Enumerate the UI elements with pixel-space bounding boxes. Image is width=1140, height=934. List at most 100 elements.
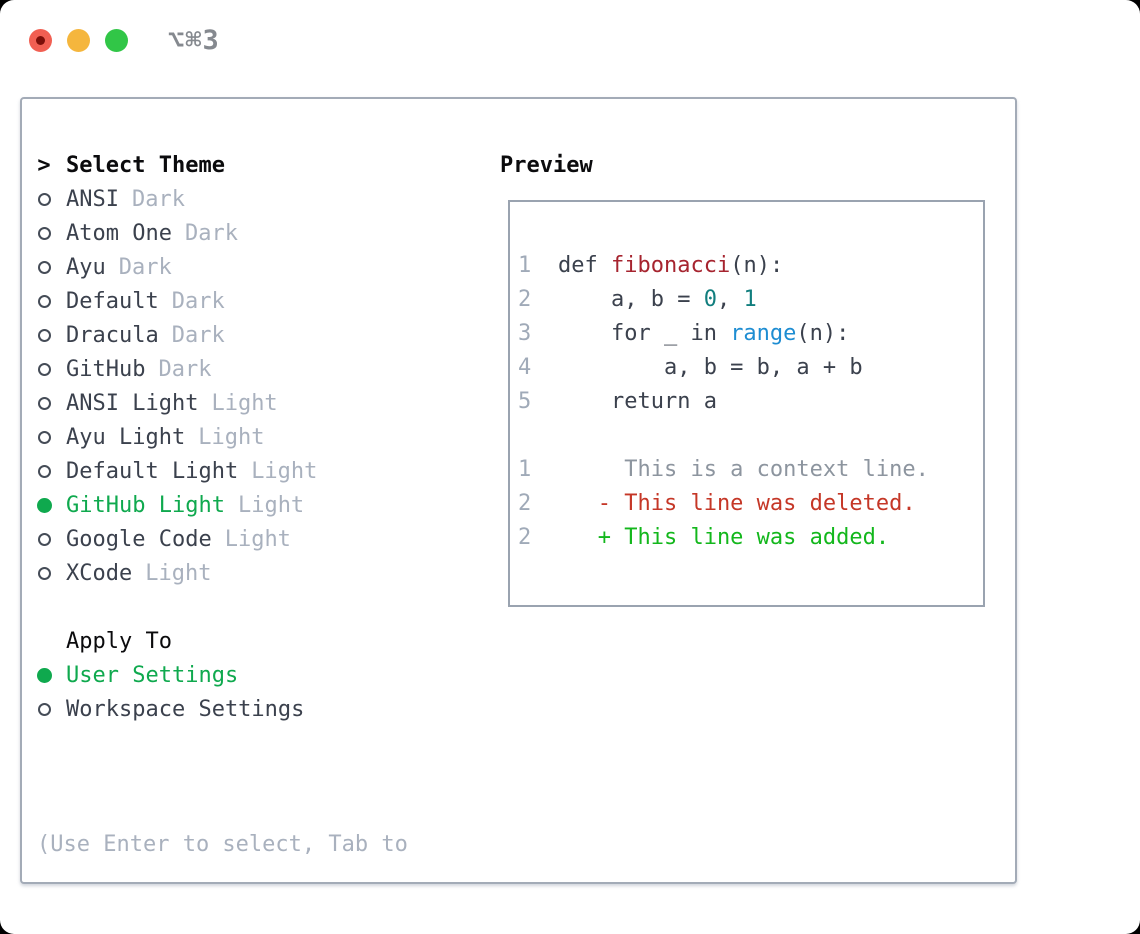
radio-unselected-icon bbox=[37, 294, 51, 308]
line-number: 2 bbox=[518, 524, 532, 550]
radio-slot bbox=[35, 352, 53, 386]
radio-slot bbox=[35, 692, 53, 726]
token-plain: , bbox=[716, 286, 744, 312]
radio-slot bbox=[35, 386, 53, 420]
theme-label: Ayu Light bbox=[66, 424, 186, 450]
theme-option[interactable]: XCode Light bbox=[22, 556, 492, 590]
radio-slot bbox=[35, 318, 53, 352]
token-number: 0 bbox=[703, 286, 717, 312]
theme-variant-label: Dark bbox=[184, 220, 238, 246]
line-number: 2 bbox=[518, 490, 532, 516]
hint-line: (Use Enter to select, Tab to bbox=[37, 832, 408, 857]
diff-line-deleted: 2 - This line was deleted. bbox=[518, 486, 983, 520]
radio-selected-icon bbox=[36, 667, 52, 683]
radio-unselected-icon bbox=[37, 260, 51, 274]
radio-unselected-icon bbox=[37, 702, 51, 716]
radio-slot bbox=[35, 522, 53, 556]
preview-title: Preview bbox=[500, 152, 593, 178]
keyboard-hint: (Use Enter to select, Tab to change focu… bbox=[22, 760, 492, 934]
cursor-icon: > bbox=[37, 152, 51, 178]
close-circle-icon[interactable] bbox=[29, 29, 52, 52]
minimize-circle-icon[interactable] bbox=[67, 29, 90, 52]
token-plain: (n): bbox=[796, 320, 850, 346]
zoom-circle-icon[interactable] bbox=[105, 29, 128, 52]
blank-line bbox=[518, 418, 983, 452]
spacer bbox=[22, 726, 492, 760]
code-text: a, b = 0, 1 bbox=[558, 287, 757, 312]
line-number: 1 bbox=[518, 252, 532, 278]
theme-label: Default bbox=[66, 288, 159, 314]
token-plain: a, b = bbox=[558, 286, 704, 312]
theme-variant-label: Light bbox=[145, 560, 212, 586]
theme-variant-label: Dark bbox=[118, 254, 172, 280]
radio-unselected-icon bbox=[37, 362, 51, 376]
theme-label: Atom One bbox=[66, 220, 172, 246]
theme-label: XCode bbox=[66, 560, 133, 586]
radio-unselected-icon bbox=[37, 566, 51, 580]
apply-to-option[interactable]: Workspace Settings bbox=[22, 692, 492, 726]
radio-slot bbox=[35, 182, 53, 216]
theme-variant-label: Dark bbox=[171, 322, 225, 348]
apply-to-header-row: Apply To bbox=[22, 624, 492, 658]
select-theme-header-row: > Select Theme bbox=[22, 148, 492, 182]
empty-bullet-slot bbox=[35, 624, 53, 658]
apply-to-title: Apply To bbox=[66, 628, 172, 654]
theme-option[interactable]: Default Light Light bbox=[22, 454, 492, 488]
token-number: 1 bbox=[743, 286, 757, 312]
spacer bbox=[22, 590, 492, 624]
token-plain: for _ in bbox=[558, 320, 731, 346]
apply-to-option[interactable]: User Settings bbox=[22, 658, 492, 692]
diff-preview: 1 This is a context line. 2 - This line w… bbox=[518, 452, 983, 554]
line-number: 3 bbox=[518, 320, 532, 346]
line-number: 4 bbox=[518, 354, 532, 380]
theme-label: GitHub bbox=[66, 356, 146, 382]
radio-unselected-icon bbox=[37, 226, 51, 240]
edited-dot-icon bbox=[36, 36, 45, 45]
theme-option[interactable]: Ayu Dark bbox=[22, 250, 492, 284]
code-line: 5 return a bbox=[518, 384, 983, 418]
radio-unselected-icon bbox=[37, 396, 51, 410]
theme-variant-label: Light bbox=[237, 492, 305, 518]
radio-slot bbox=[35, 250, 53, 284]
code-text: for _ in range(n): bbox=[558, 321, 849, 346]
radio-slot bbox=[35, 658, 53, 692]
radio-slot bbox=[35, 420, 53, 454]
token-function: fibonacci bbox=[610, 252, 731, 278]
radio-slot bbox=[35, 216, 53, 250]
token-plain: a, b = b, a + b bbox=[558, 354, 863, 380]
line-number: 2 bbox=[518, 286, 532, 312]
line-number: 5 bbox=[518, 388, 532, 414]
theme-option[interactable]: Atom One Dark bbox=[22, 216, 492, 250]
diff-line-added: 2 + This line was added. bbox=[518, 520, 983, 554]
select-theme-title: Select Theme bbox=[66, 152, 225, 178]
theme-option[interactable]: Ayu Light Light bbox=[22, 420, 492, 454]
theme-variant-label: Light bbox=[198, 424, 265, 450]
code-text: a, b = b, a + b bbox=[558, 355, 863, 380]
radio-unselected-icon bbox=[37, 430, 51, 444]
radio-selected-icon bbox=[36, 497, 52, 513]
theme-label: Default Light bbox=[66, 458, 239, 484]
theme-variant-label: Light bbox=[251, 458, 318, 484]
code-line: 2 a, b = 0, 1 bbox=[518, 282, 983, 316]
token-builtin: range bbox=[730, 320, 797, 346]
theme-label: Ayu bbox=[66, 254, 106, 280]
radio-unselected-icon bbox=[37, 192, 51, 206]
code-line: 3 for _ in range(n): bbox=[518, 316, 983, 350]
line-number: 1 bbox=[518, 456, 532, 482]
theme-variant-label: Light bbox=[224, 526, 291, 552]
theme-label: ANSI bbox=[66, 186, 119, 212]
diff-text: This is a context line. bbox=[558, 456, 929, 482]
